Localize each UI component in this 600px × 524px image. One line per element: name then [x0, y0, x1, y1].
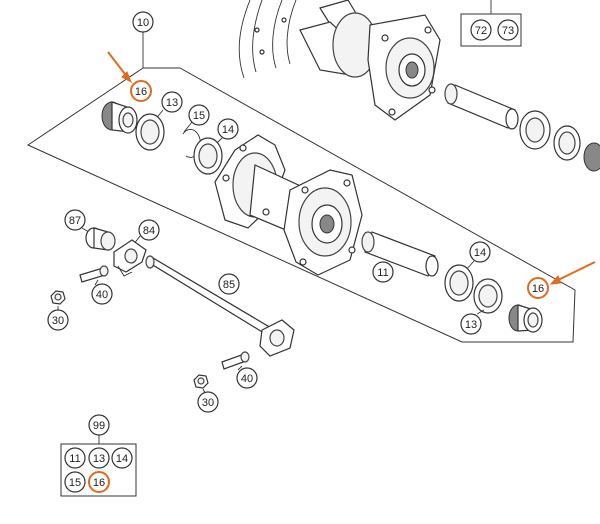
- svg-text:85: 85: [223, 279, 235, 291]
- callout-16-right[interactable]: 16: [527, 277, 549, 299]
- callout-73[interactable]: 73: [497, 19, 519, 41]
- callout-13-top[interactable]: 13: [154, 91, 183, 121]
- kit-callout-13[interactable]: 13: [88, 447, 110, 469]
- svg-text:40: 40: [241, 373, 253, 385]
- nut-30-left: [50, 290, 66, 305]
- upper-hub-background: [299, 0, 441, 121]
- svg-text:11: 11: [69, 453, 80, 465]
- svg-text:30: 30: [202, 397, 214, 409]
- callout-72[interactable]: 72: [470, 19, 492, 41]
- svg-text:14: 14: [222, 124, 234, 136]
- callout-11[interactable]: 11: [372, 261, 394, 283]
- callout-14-top[interactable]: 14: [213, 118, 239, 147]
- upper-seal-right: [553, 125, 581, 161]
- svg-text:14: 14: [474, 247, 486, 259]
- axle-clamp-84: [113, 239, 147, 277]
- seal-16-left: [101, 101, 138, 134]
- spacer-tube-11: [361, 231, 439, 277]
- svg-text:30: 30: [52, 315, 64, 327]
- callout-10[interactable]: 10: [132, 11, 154, 68]
- upper-spacer-right: [583, 142, 600, 172]
- callout-84[interactable]: 84: [133, 219, 160, 245]
- kit-box-72-73: 72 73: [460, 0, 522, 47]
- axle-85: [145, 255, 295, 357]
- callout-40-bottom[interactable]: 40: [236, 365, 258, 389]
- svg-text:15: 15: [193, 110, 205, 122]
- highlight-arrow-top: [107, 51, 132, 84]
- nut-30-bottom: [193, 374, 209, 389]
- upper-spacer-tube: [444, 83, 519, 130]
- svg-text:10: 10: [137, 17, 149, 29]
- callout-30-bottom[interactable]: 30: [197, 388, 219, 413]
- bearing-13-top: [135, 113, 165, 151]
- spacer-87: [85, 227, 116, 251]
- svg-text:87: 87: [69, 215, 81, 227]
- svg-text:99: 99: [93, 420, 105, 432]
- main-hub: [214, 134, 363, 276]
- bearing-14-right: [444, 264, 474, 302]
- callout-14-right[interactable]: 14: [465, 241, 491, 271]
- highlight-arrow-right: [549, 261, 596, 285]
- callout-99[interactable]: 99: [88, 414, 110, 436]
- svg-text:16: 16: [135, 86, 147, 98]
- svg-text:14: 14: [116, 453, 128, 465]
- bearing-13-right: [473, 278, 503, 314]
- kit-box-99: 99 11 13 14 15 16: [60, 414, 137, 497]
- svg-text:13: 13: [93, 453, 105, 465]
- callout-16-top[interactable]: 16: [130, 80, 152, 102]
- svg-text:13: 13: [166, 97, 178, 109]
- svg-text:13: 13: [465, 319, 477, 331]
- bearing-14-top: [193, 137, 223, 175]
- assembly-frame-10: [26, 67, 576, 343]
- kit-callout-15[interactable]: 15: [64, 471, 86, 493]
- upper-bearing-right: [519, 110, 551, 150]
- svg-text:73: 73: [502, 25, 514, 37]
- kit-callout-14[interactable]: 14: [111, 447, 133, 469]
- svg-text:40: 40: [96, 289, 108, 301]
- callout-85[interactable]: 85: [218, 273, 240, 295]
- svg-text:16: 16: [93, 477, 105, 489]
- kit-callout-16[interactable]: 16: [88, 471, 110, 493]
- kit-callout-11[interactable]: 11: [64, 447, 86, 469]
- callout-30-left[interactable]: 30: [47, 306, 69, 331]
- svg-text:72: 72: [475, 25, 487, 37]
- seal-16-right: [508, 304, 543, 333]
- callout-87[interactable]: 87: [64, 209, 93, 235]
- callout-15-top[interactable]: 15: [183, 104, 210, 133]
- callout-40-left[interactable]: 40: [91, 279, 113, 305]
- svg-text:84: 84: [143, 225, 155, 237]
- svg-text:11: 11: [377, 267, 388, 279]
- wheel-rim-background: [238, 0, 297, 79]
- bolt-40-left: [79, 265, 109, 283]
- svg-text:16: 16: [532, 283, 544, 295]
- svg-text:15: 15: [69, 477, 81, 489]
- bolt-40-bottom: [221, 351, 250, 370]
- callout-13-right[interactable]: 13: [460, 309, 485, 335]
